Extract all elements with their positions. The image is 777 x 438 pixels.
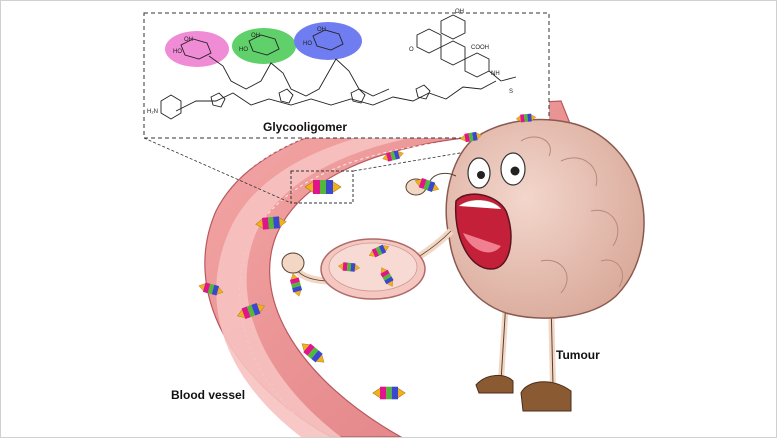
chem-amide: H₂N	[147, 109, 158, 115]
glycooligomer-structure: H₂N OH HO OH HO OH HO OH COOH NH S O	[147, 9, 517, 120]
label-tumour: Tumour	[556, 348, 600, 362]
sugar-ellipse-1	[165, 31, 229, 67]
sugar-ellipse-3	[294, 22, 362, 60]
chem-ho-1: HO	[173, 49, 182, 55]
chem-oh-1: OH	[184, 37, 193, 43]
shoe-right	[520, 381, 572, 412]
chem-s: S	[509, 89, 513, 95]
chem-oh-2: OH	[251, 33, 260, 39]
sugar-ellipse-2	[232, 28, 296, 64]
arm-with-plate	[281, 172, 457, 300]
chem-ho-3: HO	[303, 41, 312, 47]
label-blood-vessel: Blood vessel	[171, 388, 245, 402]
chem-o: O	[409, 47, 414, 53]
chem-ho-2: HO	[239, 47, 248, 53]
chem-nh: NH	[491, 71, 500, 77]
candy	[372, 386, 406, 400]
chem-cooh: COOH	[471, 45, 489, 51]
mouth	[454, 193, 512, 270]
tumour-character	[445, 118, 645, 412]
shoe-left	[475, 375, 514, 394]
chem-oh-3: OH	[317, 27, 326, 33]
label-glycooligomer: Glycooligomer	[263, 120, 347, 134]
chem-oh-fluorescein: OH	[455, 9, 464, 15]
